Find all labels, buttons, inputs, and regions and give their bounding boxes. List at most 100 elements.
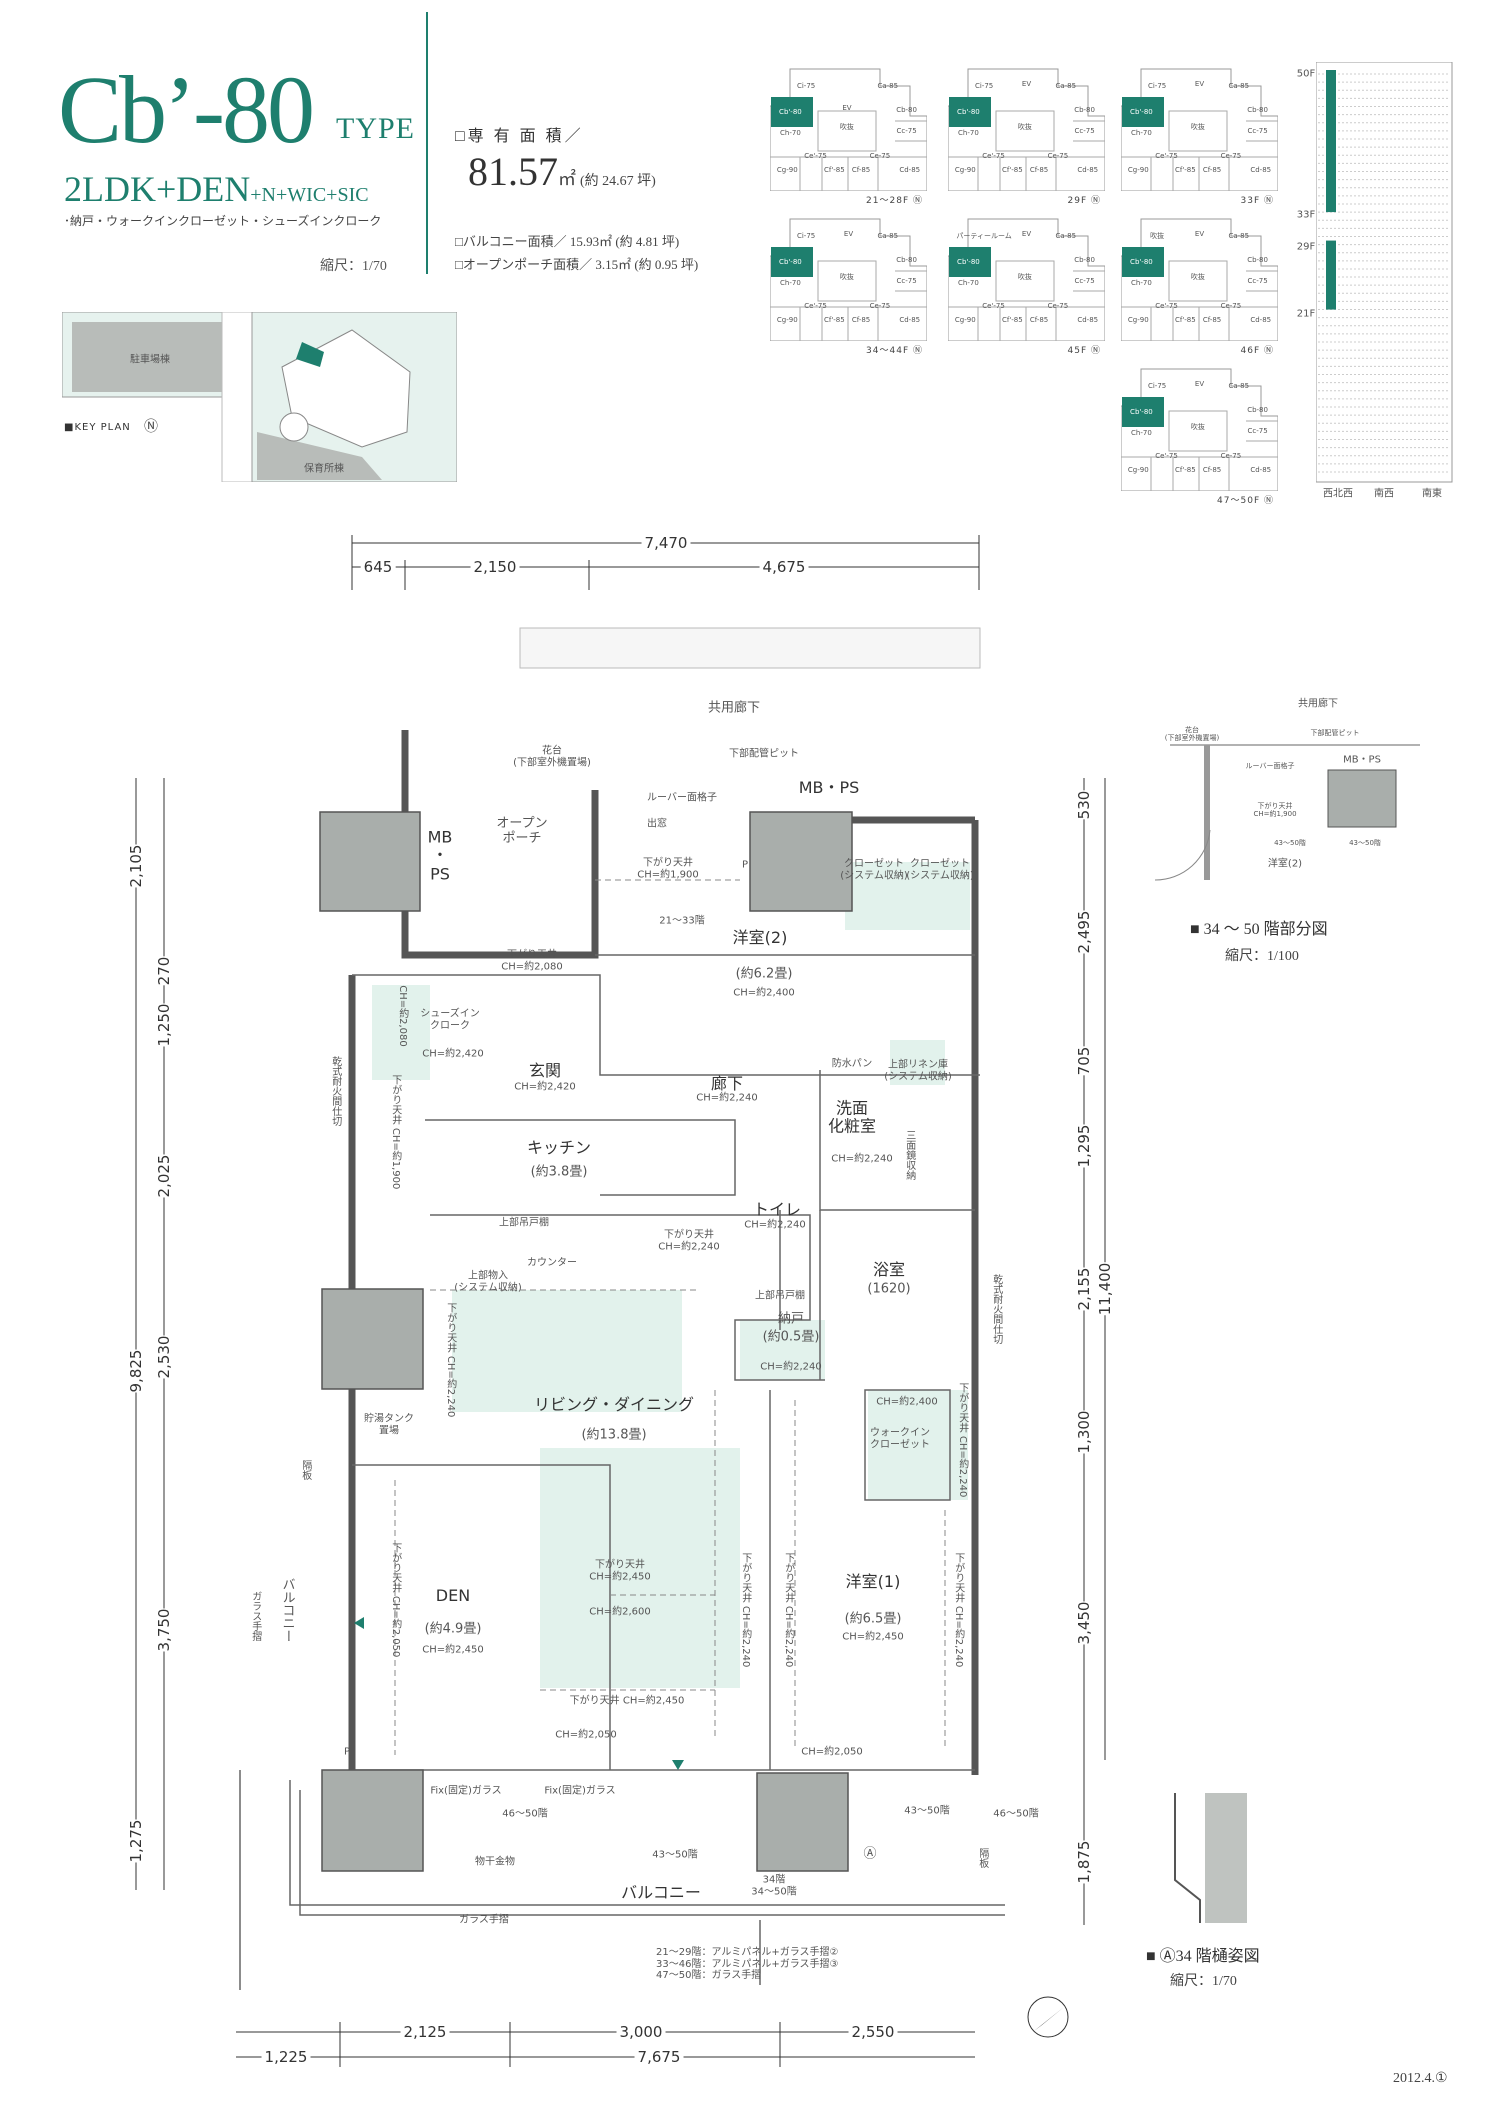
dim-top-1: 645: [360, 558, 396, 576]
room-label-partition-board2: 隔板: [976, 1848, 988, 1868]
layout-extra: +N+WIC+SIC: [250, 184, 369, 206]
unit-void: 吹抜: [839, 123, 854, 132]
floor-label: 46F Ⓝ: [1240, 346, 1274, 356]
room-label-room1: 洋室(1): [845, 1571, 901, 1591]
unit-ev: EV: [842, 103, 852, 112]
stack-frame: [1316, 62, 1453, 483]
room-label-room2-ch: CH=約2,400: [733, 987, 795, 999]
unit-cg: Cg-90: [1127, 466, 1149, 475]
room-label-f46-50b: 46～50階: [993, 1808, 1039, 1820]
unit-cb: Cb-80: [896, 106, 917, 115]
dim-right-total: 11,400: [1093, 1262, 1117, 1316]
gutter-scale: 縮尺：1/70: [1170, 1974, 1237, 1989]
unit-void: 吹抜: [1190, 123, 1205, 132]
unit-ce2: Ce'-75: [1155, 451, 1178, 460]
partial-pipe: 下部配管ピット: [1310, 728, 1360, 737]
room-label-planter: 花台 (下部室外機置場): [513, 745, 591, 769]
unit-void: 吹抜: [1190, 423, 1205, 432]
room-label-sic: シューズイン クローク: [420, 1008, 480, 1032]
room-label-porch: オープン ポーチ: [496, 816, 548, 846]
unit-target: Cb'-80: [779, 257, 802, 266]
unit-cd: Cd-85: [1077, 316, 1099, 325]
dim-left-3: 1,250: [152, 1003, 176, 1047]
unit-ca: Ca-85: [1228, 381, 1250, 390]
unit-ch: Ch-70: [1131, 278, 1152, 287]
dim-right-2: 2,495: [1072, 910, 1096, 954]
room-label-linen: 上部リネン庫 (システム収納): [884, 1059, 952, 1083]
room-label-bath: 浴室: [872, 1259, 906, 1279]
partial-title: ■ 34 ～ 50 階部分図: [1190, 921, 1328, 938]
room-label-marker-a: Ⓐ: [863, 1846, 877, 1862]
room-label-glass-rail-v: ガラス手摺: [249, 1591, 261, 1641]
floor-label-33: 33F: [1296, 209, 1316, 221]
room-label-partition-board: 隔板: [299, 1460, 311, 1480]
room-label-tank: 貯湯タンク 置場: [364, 1413, 414, 1437]
unit-cg: Cg-90: [1127, 316, 1149, 325]
floor-label: 45F Ⓝ: [1067, 346, 1101, 356]
dim-right-1: 530: [1072, 790, 1096, 820]
unit-ch: Ch-70: [780, 278, 801, 287]
room-label-room1-ceil-r: 下がり天井 CH=約2,240: [952, 1552, 964, 1668]
area-value-row: 81.57㎡ (約 24.67 坪): [468, 148, 656, 195]
dim-left-1: 2,105: [124, 844, 148, 888]
room-label-entrance-ch: CH=約2,420: [514, 1081, 576, 1093]
parking-building: [72, 322, 222, 392]
dim-right-4: 1,295: [1072, 1124, 1096, 1168]
room-label-ch-2050a: CH=約2,050: [555, 1729, 617, 1741]
unit-ci: Ci-75: [796, 231, 816, 240]
unit-ev-top: EV: [1194, 230, 1205, 239]
room-label-den-size: (約4.9畳): [424, 1621, 482, 1637]
unit-ce: Ce-75: [1047, 301, 1069, 310]
unit-cd: Cd-85: [1250, 466, 1272, 475]
dimension-lines: [135, 535, 1106, 2067]
balcony-area: □バルコニー面積／ 15.93㎡ (約 4.81 坪): [455, 234, 680, 249]
column-se: 南東: [1422, 488, 1442, 500]
layout-title: 2LDK+DEN+N+WIC+SIC: [64, 168, 369, 210]
room-label-p2: P: [343, 1746, 351, 1758]
unit-cd: Cd-85: [1250, 166, 1272, 175]
room-label-partition-l: 乾式耐火間仕切: [329, 1056, 341, 1126]
room-label-f34: 34階 34～50階: [751, 1874, 797, 1898]
room-label-balcony-v: バルコニー: [279, 1577, 295, 1643]
area-label: □専 有 面 積／: [455, 128, 584, 145]
unit-cf2: Cf'-85: [1002, 316, 1023, 325]
key-plan-map: [62, 312, 457, 482]
dim-left-6: 3,750: [152, 1608, 176, 1652]
room-label-pipe-pit: 下部配管ピット: [729, 748, 799, 760]
compass-icon: [1027, 1996, 1069, 2038]
room-label-pan: 防水パン: [831, 1058, 873, 1070]
room-label-toilet-ch: CH=約2,240: [744, 1219, 806, 1231]
room-label-floors-21-33: 21～33階: [659, 915, 705, 927]
window-marker-icon: [672, 1760, 684, 1770]
unit-cf2: Cf'-85: [1002, 166, 1023, 175]
floor-range-bar: [1326, 240, 1336, 310]
floor-label: 33F Ⓝ: [1240, 196, 1274, 206]
type-suffix: TYPE: [336, 112, 415, 145]
target-unit-highlight: [1122, 397, 1164, 427]
room-label-room1-size: (約6.5畳): [844, 1611, 902, 1627]
unit-cf: Cf-85: [1202, 466, 1222, 475]
unit-cf: Cf-85: [851, 166, 871, 175]
partial-louver: ルーバー面格子: [1245, 761, 1295, 770]
room-label-toilet-cab: 上部吊戸棚: [755, 1290, 805, 1302]
print-date: 2012.4.①: [1393, 2071, 1448, 2086]
layout-note: ･納戸・ウォークインクローゼット・シューズインクローク: [64, 214, 382, 228]
room-label-ld-ceil-v2: 下がり天井 CH=約2,240: [739, 1552, 751, 1668]
unit-cg: Cg-90: [954, 316, 976, 325]
room-label-dryer: 物干金物: [475, 1856, 515, 1868]
target-unit-highlight: [771, 247, 813, 277]
partial-ceiling: 下がり天井 CH=約1,900: [1253, 801, 1297, 818]
room-label-wic: ウォークイン クローゼット: [870, 1427, 930, 1451]
room-label-corridor: 共用廊下: [707, 700, 761, 716]
unit-cd: Cd-85: [899, 316, 921, 325]
partial-corridor: 共用廊下: [1298, 698, 1338, 710]
unit-ce2: Ce'-75: [982, 301, 1005, 310]
floor-label: 47～50F Ⓝ: [1217, 496, 1274, 506]
room-label-closet2: クローゼット (システム収納): [906, 858, 974, 882]
dim-top-2: 2,150: [470, 558, 520, 576]
room-label-hall: 廊下: [710, 1073, 744, 1093]
unit-ev-top: EV: [1021, 80, 1032, 89]
unit-ev-top: EV: [1021, 230, 1032, 239]
